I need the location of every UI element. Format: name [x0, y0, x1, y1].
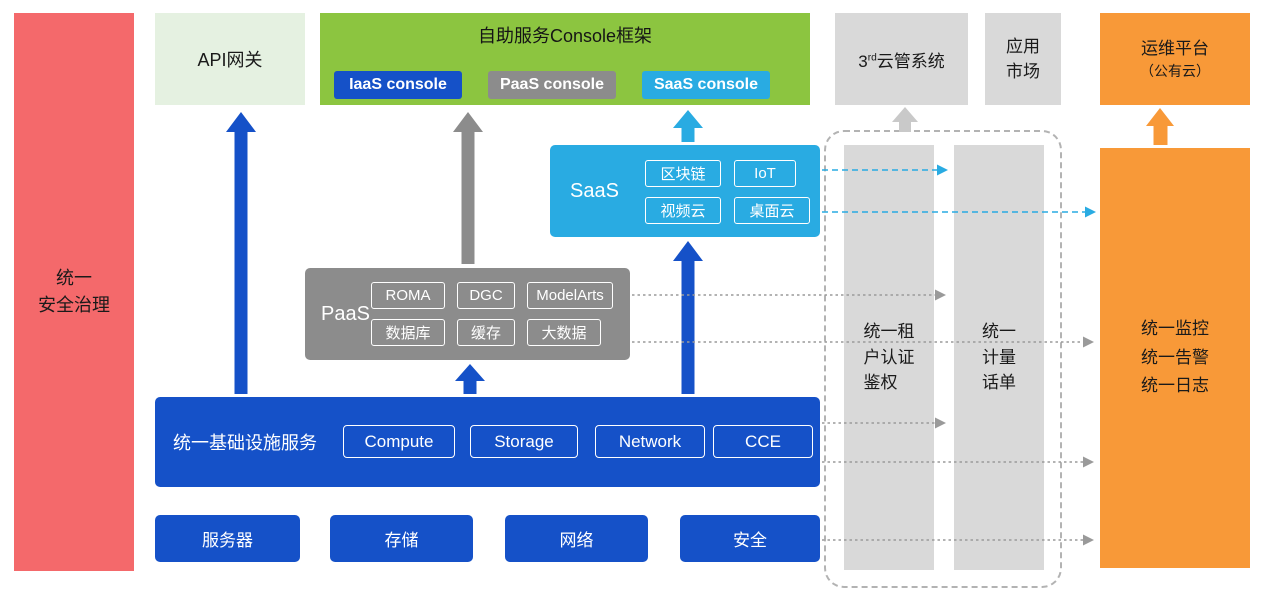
om-platform-box: 运维平台 （公有云）	[1100, 13, 1250, 105]
unified-auth-bar: 统一租 户认证 鉴权	[844, 145, 934, 570]
infrastructure-label: 统一基础设施服务	[173, 433, 317, 453]
server-label: 服务器	[202, 531, 253, 550]
network-label: 网络	[559, 531, 594, 550]
api-gateway-box: API网关	[155, 13, 305, 105]
arrow-auth-to-3rd-cloud	[892, 107, 918, 132]
arrow-infra-to-api-gateway	[226, 112, 256, 394]
chip-bigdata: 大数据	[527, 319, 601, 346]
third-party-num: 3	[858, 51, 868, 71]
chip-modelarts: ModelArts	[527, 282, 613, 309]
unified-monitor-bar: 统一监控 统一告警 统一日志	[1100, 148, 1250, 568]
chip-cce: CCE	[713, 425, 813, 458]
app-market-line-1: 应用	[1006, 36, 1040, 56]
metering-line-2: 计量	[982, 347, 1016, 367]
server-box: 服务器	[155, 515, 300, 562]
chip-dgc: DGC	[457, 282, 515, 309]
monitor-line-1: 统一监控	[1141, 318, 1209, 338]
security-box: 安全	[680, 515, 820, 562]
console-frame-title: 自助服务Console框架	[477, 26, 653, 46]
api-gateway-label: API网关	[197, 50, 263, 70]
saas-label: SaaS	[570, 179, 619, 202]
network-box: 网络	[505, 515, 648, 562]
saas-box: SaaS 区块链 IoT 视频云 桌面云	[550, 145, 820, 237]
chip-cache: 缓存	[457, 319, 515, 346]
security-line-1: 统一	[56, 268, 92, 288]
arrow-infra-to-saas	[673, 241, 703, 394]
chip-video-cloud: 视频云	[645, 197, 721, 224]
unified-metering-bar: 统一 计量 话单	[954, 145, 1044, 570]
chip-roma: ROMA	[371, 282, 445, 309]
app-market-box: 应用 市场	[985, 13, 1061, 105]
chip-database: 数据库	[371, 319, 445, 346]
arrow-paas-to-console	[453, 112, 483, 264]
security-line-2: 安全治理	[38, 295, 110, 315]
metering-line-3: 话单	[982, 373, 1016, 393]
chip-network: Network	[595, 425, 705, 458]
auth-line-2: 户认证	[863, 347, 915, 367]
console-frame-box: 自助服务Console框架 IaaS console PaaS console …	[320, 13, 810, 105]
arrow-infra-to-paas	[455, 364, 485, 394]
app-market-line-2: 市场	[1006, 62, 1040, 81]
metering-line-1: 统一	[982, 322, 1016, 342]
storage-box: 存储	[330, 515, 473, 562]
chip-compute: Compute	[343, 425, 455, 458]
saas-console-button: SaaS console	[642, 71, 770, 99]
unified-security-governance-bar: 统一 安全治理	[14, 13, 134, 571]
infrastructure-box: 统一基础设施服务 Compute Storage Network CCE	[155, 397, 820, 487]
arrow-monitor-to-om-platform	[1146, 108, 1174, 145]
security-label: 安全	[733, 531, 767, 550]
unified-metering-label: 统一 计量 话单	[982, 319, 1016, 396]
chip-iot: IoT	[734, 160, 796, 187]
om-platform-line-2: （公有云）	[1140, 63, 1210, 80]
om-platform-line-1: 运维平台	[1141, 38, 1209, 58]
third-party-rest: 云管系统	[876, 51, 945, 71]
chip-desktop-cloud: 桌面云	[734, 197, 810, 224]
iaas-console-button: IaaS console	[334, 71, 462, 99]
chip-storage: Storage	[470, 425, 578, 458]
auth-line-3: 鉴权	[863, 373, 898, 393]
tenant-services-group	[824, 130, 1062, 588]
paas-label: PaaS	[321, 302, 370, 325]
third-party-cloud-label: 3rd云管系统	[858, 47, 945, 72]
auth-line-1: 统一租	[863, 322, 915, 342]
third-party-cloud-mgmt-box: 3rd云管系统	[835, 13, 968, 105]
unified-auth-label: 统一租 户认证 鉴权	[864, 319, 915, 396]
third-party-sup: rd	[867, 51, 877, 63]
storage-label: 存储	[384, 531, 419, 550]
monitor-line-2: 统一告警	[1141, 347, 1209, 367]
unified-monitor-label: 统一监控 统一告警 统一日志	[1141, 315, 1209, 402]
paas-box: PaaS ROMA DGC ModelArts 数据库 缓存 大数据	[305, 268, 630, 360]
chip-blockchain: 区块链	[645, 160, 721, 187]
arrow-saas-to-console	[673, 110, 703, 142]
paas-console-button: PaaS console	[488, 71, 616, 99]
security-governance-label: 统一 安全治理	[38, 265, 110, 319]
monitor-line-3: 统一日志	[1141, 376, 1209, 396]
om-platform-label: 运维平台 （公有云）	[1140, 36, 1210, 83]
app-market-label: 应用 市场	[1006, 34, 1040, 85]
